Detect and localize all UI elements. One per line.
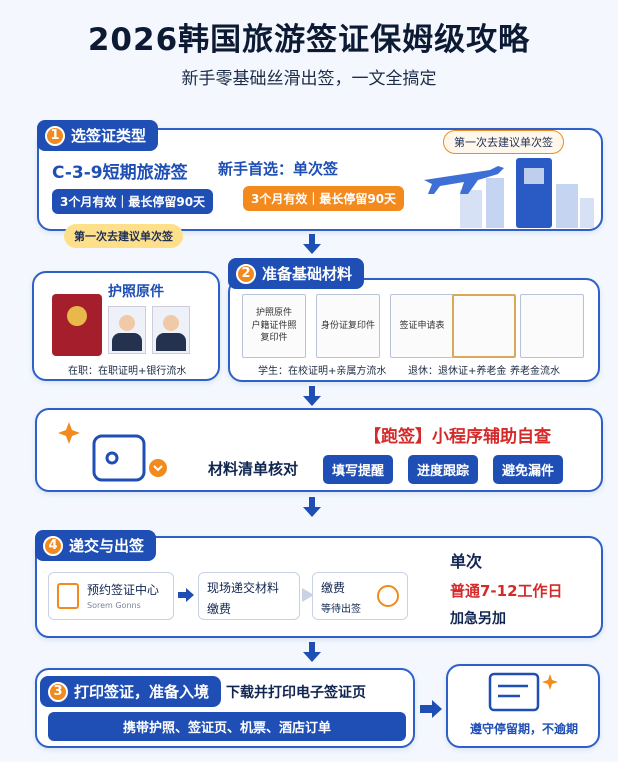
fee-label: 缴费 — [321, 581, 346, 595]
retired-requirement-2: 养老金流水 — [510, 366, 560, 377]
clock-icon — [377, 585, 399, 607]
check-headline: 【跑签】小程序辅助自查 — [364, 427, 551, 447]
male-photo — [108, 306, 146, 354]
doc-line: 户籍证件照 — [251, 320, 297, 331]
step1-number: 1 — [45, 125, 65, 146]
document-icon — [488, 672, 558, 712]
step1-title: 选签证类型 — [71, 127, 147, 145]
passport-emblem-icon — [67, 306, 87, 326]
step2-tab: 2 准备基础材料 — [228, 258, 365, 289]
step1-tab: 1 选签证类型 — [37, 120, 159, 151]
doc-line: 复印件 — [260, 333, 288, 344]
doc-statement — [520, 294, 584, 358]
down-arrow-icon — [303, 497, 321, 517]
tip-right: 第一次去建议单次签 — [443, 130, 564, 154]
submit-fee-label: 缴费 — [207, 602, 232, 616]
checklist-icon — [58, 422, 167, 482]
single-entry-label: 单次 — [450, 552, 483, 571]
submit-label: 现场递交材料 — [207, 581, 280, 595]
visa-badge: 3个月有效｜最长停留90天 — [52, 189, 214, 214]
page-subtitle: 新手零基础丝滑出签，一文全搞定 — [181, 69, 437, 89]
step4-tab: 4 递交与出签 — [35, 530, 157, 561]
novice-badge: 3个月有效｜最长停留90天 — [243, 186, 405, 211]
down-arrow-icon — [303, 234, 321, 254]
down-arrow-icon — [303, 386, 321, 406]
doc-line: 身份证复印件 — [320, 320, 375, 331]
avoid-missing-button[interactable]: 避免漏件 — [493, 455, 564, 484]
step2-title: 准备基础材料 — [262, 265, 353, 283]
passport-image — [52, 294, 102, 356]
submit-box: 现场递交材料 缴费 — [198, 572, 300, 620]
reminder-button[interactable]: 填写提醒 — [323, 455, 394, 484]
fee-box: 缴费 等待出签 — [312, 572, 408, 620]
download-label: 下载并打印电子签证页 — [226, 685, 366, 701]
stay-note: 遵守停留期，不逾期 — [469, 722, 578, 736]
doc-line: 签证申请表 — [399, 320, 445, 331]
tip-left: 第一次去建议单次签 — [64, 224, 183, 248]
airplane-city-illustration — [424, 158, 594, 228]
down-arrow-icon — [303, 642, 321, 662]
step2-number: 2 — [236, 263, 256, 284]
female-photo — [152, 306, 190, 354]
retired-requirement: 退休：退休证+养老金 — [408, 366, 507, 377]
right-arrow-icon — [420, 700, 442, 718]
right-arrow-icon — [178, 588, 194, 602]
step4-number: 4 — [43, 535, 63, 556]
doc-certificate — [452, 294, 516, 358]
passport-title: 护照原件 — [108, 284, 164, 300]
check-label: 材料清单核对 — [208, 460, 299, 478]
right-arrow-icon — [302, 588, 314, 602]
wait-label: 等待出签 — [321, 604, 361, 615]
appointment-label: 预约签证中心 — [87, 583, 160, 597]
visa-name: C-3-9短期旅游签 — [52, 163, 188, 183]
step5-title: 打印签证，准备入境 — [74, 683, 210, 701]
carry-items: 携带护照、签证页、机票、酒店订单 — [48, 712, 406, 741]
doc-visa-form: 签证申请表 — [390, 294, 454, 358]
step4-title: 递交与出签 — [69, 537, 145, 555]
doc-id-copy: 身份证复印件 — [316, 294, 380, 358]
step5-tab: 3 打印签证，准备入境 — [40, 676, 222, 707]
employed-requirement: 在职：在职证明+银行流水 — [68, 366, 187, 377]
appointment-sub: Sorem Gonns — [87, 601, 141, 610]
doc-line: 护照原件 — [255, 308, 292, 319]
novice-label: 新手首选：单次签 — [218, 160, 339, 178]
student-requirement: 学生：在校证明+亲属方流水 — [258, 366, 387, 377]
expedite-note: 加急另加 — [450, 611, 506, 627]
note-card — [446, 664, 600, 748]
page-title: 2026韩国旅游签证保姆级攻略 — [87, 22, 531, 58]
doc-passport-copy: 护照原件 户籍证件照 复印件 — [242, 294, 306, 358]
appointment-box: 预约签证中心 Sorem Gonns — [48, 572, 174, 620]
calendar-icon — [57, 583, 79, 609]
step5-number: 3 — [48, 681, 68, 702]
progress-button[interactable]: 进度跟踪 — [408, 455, 479, 484]
processing-time: 普通7-12工作日 — [450, 582, 563, 600]
